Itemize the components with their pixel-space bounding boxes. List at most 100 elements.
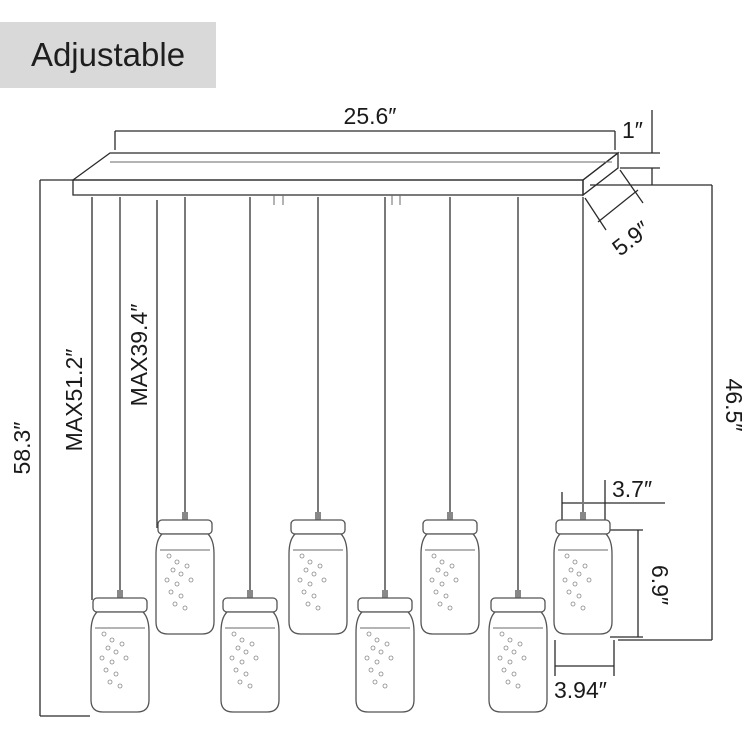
bubble xyxy=(301,589,307,595)
pendant-2 xyxy=(155,197,215,635)
jar-body xyxy=(420,533,480,635)
bubble xyxy=(384,641,390,647)
drop-height-label: 46.5″ xyxy=(721,379,747,432)
bubble xyxy=(305,601,311,607)
canopy-side-face xyxy=(582,151,619,197)
bubble xyxy=(182,605,188,611)
jar-lid xyxy=(490,597,546,613)
jar-top-width-label: 3.7″ xyxy=(612,476,652,502)
canopy-length-label: 25.6″ xyxy=(344,103,397,129)
bubble xyxy=(515,683,521,689)
bubble xyxy=(174,559,180,565)
canopy-height-label: 1″ xyxy=(622,117,643,143)
pendant-1 xyxy=(90,197,150,713)
short-cord-label: MAX39.4″ xyxy=(126,304,152,407)
pendant-group xyxy=(90,197,613,713)
bubble xyxy=(103,667,109,673)
bubble xyxy=(374,659,380,665)
bubble xyxy=(166,553,172,559)
canopy-hooks xyxy=(273,195,401,205)
bubble xyxy=(497,655,503,661)
jar-lid xyxy=(92,597,148,613)
bubble xyxy=(164,577,170,583)
bubble xyxy=(321,577,327,583)
jar-body xyxy=(553,533,613,635)
bubble xyxy=(307,581,313,587)
pendant-4 xyxy=(288,197,348,635)
bubble xyxy=(237,679,243,685)
cord-grip xyxy=(515,590,521,598)
jar-top-width-dimension: 3.7″ xyxy=(561,476,665,520)
bubble xyxy=(435,567,441,573)
bubble xyxy=(307,559,313,565)
canopy-length-dimension: 25.6″ xyxy=(114,103,616,150)
bubble xyxy=(501,667,507,673)
jar-body xyxy=(90,611,150,713)
bubble xyxy=(249,641,255,647)
pendant-7 xyxy=(488,197,548,713)
bubble xyxy=(431,553,437,559)
bubble xyxy=(233,667,239,673)
bubble xyxy=(507,659,513,665)
bubble xyxy=(374,637,380,643)
bubble xyxy=(303,567,309,573)
long-cord-dimension: MAX51.2″ xyxy=(61,197,93,600)
bubble xyxy=(229,655,235,661)
bubble xyxy=(562,577,568,583)
jar-body-width-label: 3.94″ xyxy=(554,677,607,703)
bubble xyxy=(184,563,190,569)
bubble xyxy=(311,593,317,599)
canopy-height-dimension: 1″ xyxy=(620,110,660,185)
jar-body xyxy=(355,611,415,713)
cord-grip xyxy=(382,590,388,598)
pendant-5 xyxy=(355,197,415,713)
pendant-3 xyxy=(220,197,280,713)
jar-height-label: 6.9″ xyxy=(647,565,673,605)
cord-grip xyxy=(182,512,188,520)
bubble xyxy=(449,563,455,569)
bubble xyxy=(521,655,527,661)
jar-body-width-dimension: 3.94″ xyxy=(554,640,615,703)
bubble xyxy=(378,649,384,655)
canopy xyxy=(71,151,620,197)
bubble xyxy=(253,655,259,661)
bubble xyxy=(570,601,576,607)
pendant-6 xyxy=(420,197,480,635)
bubble xyxy=(99,655,105,661)
bubble xyxy=(317,563,323,569)
adjustable-label: Adjustable xyxy=(30,36,186,73)
bubble xyxy=(247,683,253,689)
bubble xyxy=(168,589,174,595)
bubble xyxy=(297,577,303,583)
bubble xyxy=(511,671,517,677)
jar-body xyxy=(220,611,280,713)
bubble xyxy=(109,659,115,665)
bubble xyxy=(429,577,435,583)
bubble xyxy=(576,571,582,577)
bubble xyxy=(566,589,572,595)
jar-body xyxy=(488,611,548,713)
bubble xyxy=(382,683,388,689)
bubble xyxy=(576,593,582,599)
bubble xyxy=(370,645,376,651)
drop-height-dimension: 46.5″ xyxy=(590,184,747,641)
bubble xyxy=(188,577,194,583)
bubble xyxy=(511,649,517,655)
bubble xyxy=(231,631,237,637)
bubble xyxy=(123,655,129,661)
jar-body xyxy=(288,533,348,635)
bubble xyxy=(178,593,184,599)
pendant-8 xyxy=(553,197,613,635)
jar-lid xyxy=(157,519,213,535)
bubble xyxy=(503,645,509,651)
bubble xyxy=(582,563,588,569)
bubble xyxy=(113,671,119,677)
bubble xyxy=(447,605,453,611)
jar-height-dimension: 6.9″ xyxy=(610,529,673,638)
bubble xyxy=(170,567,176,573)
jar-lid xyxy=(422,519,478,535)
bubble xyxy=(580,605,586,611)
bubble xyxy=(388,655,394,661)
bubble xyxy=(372,679,378,685)
